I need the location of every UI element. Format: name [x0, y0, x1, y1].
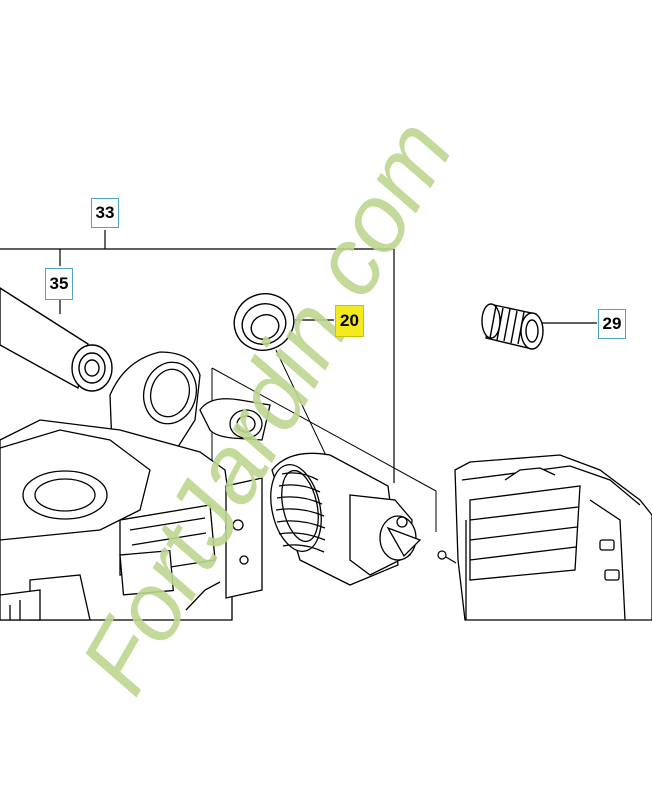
- callout-35[interactable]: 35: [45, 268, 73, 300]
- callout-33[interactable]: 33: [91, 198, 119, 228]
- leader-lines: [0, 230, 597, 483]
- air-filter-cartridge-icon: [270, 452, 422, 586]
- cooling-shroud-icon: [454, 454, 652, 621]
- bolt-icon: [437, 550, 457, 564]
- callout-20[interactable]: 20: [335, 305, 364, 337]
- engine-assembly-icon: [0, 351, 271, 621]
- oil-filter-icon: [481, 303, 544, 350]
- callout-29[interactable]: 29: [598, 309, 626, 339]
- filter-tube-icon: [0, 287, 113, 392]
- rubber-seal-ring-icon: [233, 293, 295, 351]
